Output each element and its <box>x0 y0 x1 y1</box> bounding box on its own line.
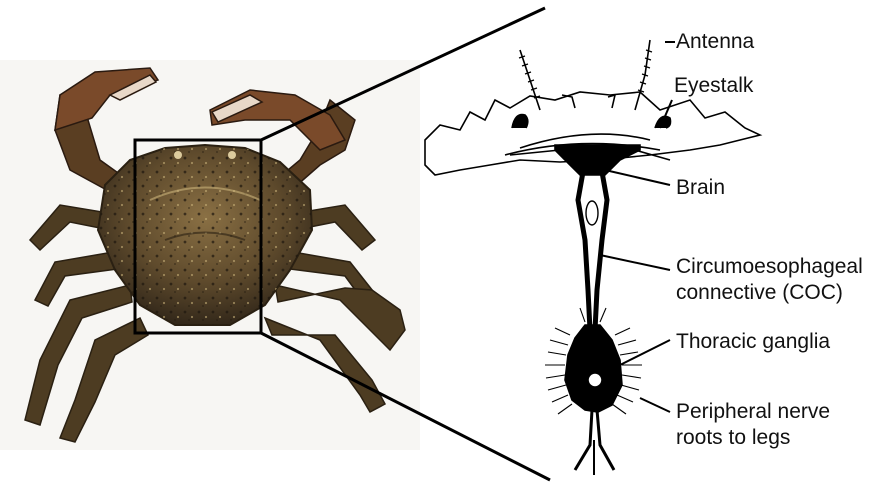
label-peripheral-line1: Peripheral nerve <box>676 400 830 424</box>
label-peripheral-line2: roots to legs <box>676 426 790 450</box>
leader-coc <box>600 255 670 270</box>
crab-eye-left <box>174 151 182 159</box>
crab-eye-right <box>228 151 236 159</box>
label-coc-line1: Circumoesophageal <box>676 255 863 279</box>
label-brain: Brain <box>676 176 725 200</box>
leader-thoracic <box>620 340 670 365</box>
crab-photo <box>0 60 420 450</box>
leader-brain <box>605 170 670 185</box>
label-eyestalk: Eyestalk <box>674 74 753 98</box>
label-thoracic-ganglia: Thoracic ganglia <box>676 330 830 354</box>
leader-peripheral <box>640 398 670 412</box>
circumoesophageal-connectives <box>578 172 607 330</box>
label-antenna: Antenna <box>676 30 754 54</box>
label-coc-line2: connective (COC) <box>676 281 843 305</box>
posterior-nerve-cord <box>575 410 614 475</box>
